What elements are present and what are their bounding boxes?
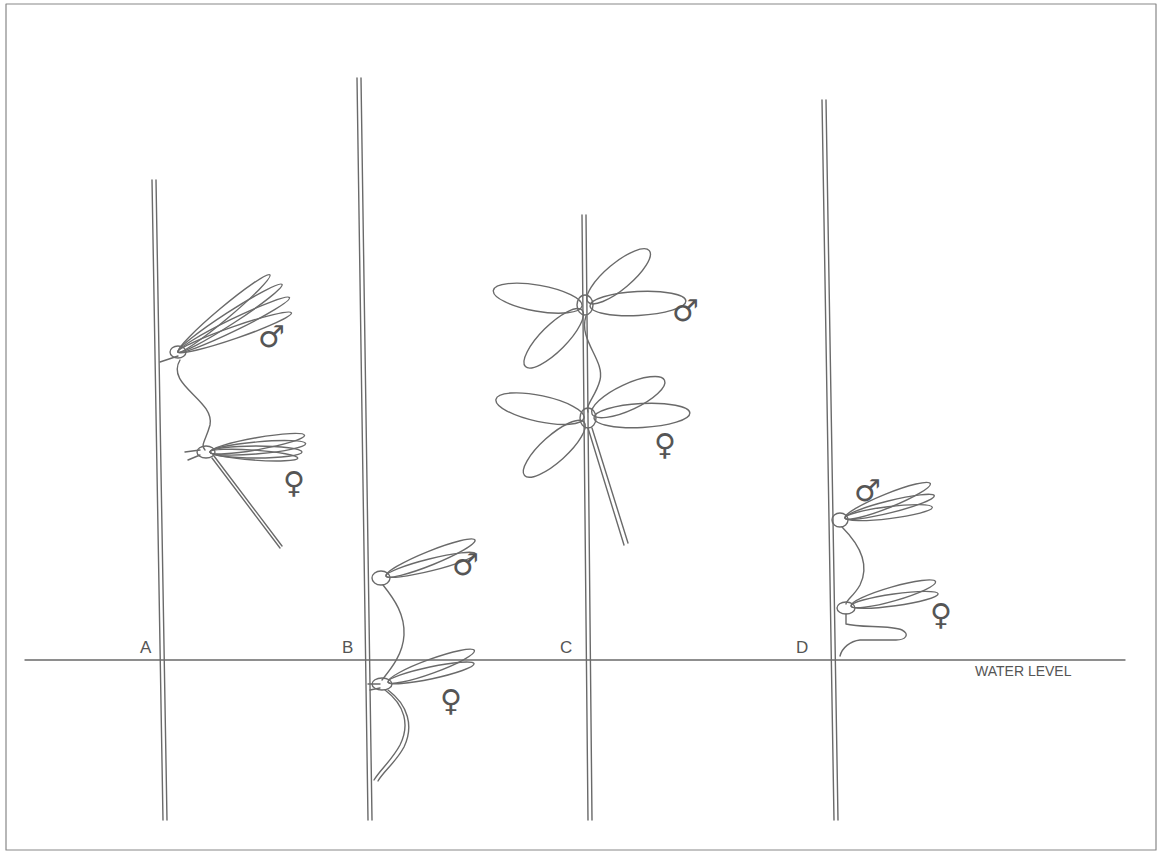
frame xyxy=(6,4,1156,850)
water-level-label: WATER LEVEL xyxy=(975,664,1071,678)
sex-symbol: ♀ xyxy=(283,468,305,498)
sex-symbol: ♂ xyxy=(672,296,699,326)
position-letter: B xyxy=(342,639,353,656)
position-letter: C xyxy=(560,639,572,656)
sex-symbol: ♀ xyxy=(440,686,462,716)
pair-c xyxy=(491,241,690,545)
sex-symbol: ♂ xyxy=(854,476,881,506)
stems xyxy=(152,78,838,820)
position-letter: D xyxy=(796,639,808,656)
sex-symbol: ♂ xyxy=(452,550,479,580)
sex-symbol: ♀ xyxy=(930,600,952,630)
sex-symbol: ♀ xyxy=(654,430,676,460)
position-letter: A xyxy=(140,639,151,656)
pair-a xyxy=(160,270,306,548)
water-line xyxy=(25,659,1125,660)
pair-d xyxy=(832,477,939,656)
sex-symbol: ♂ xyxy=(258,322,285,352)
